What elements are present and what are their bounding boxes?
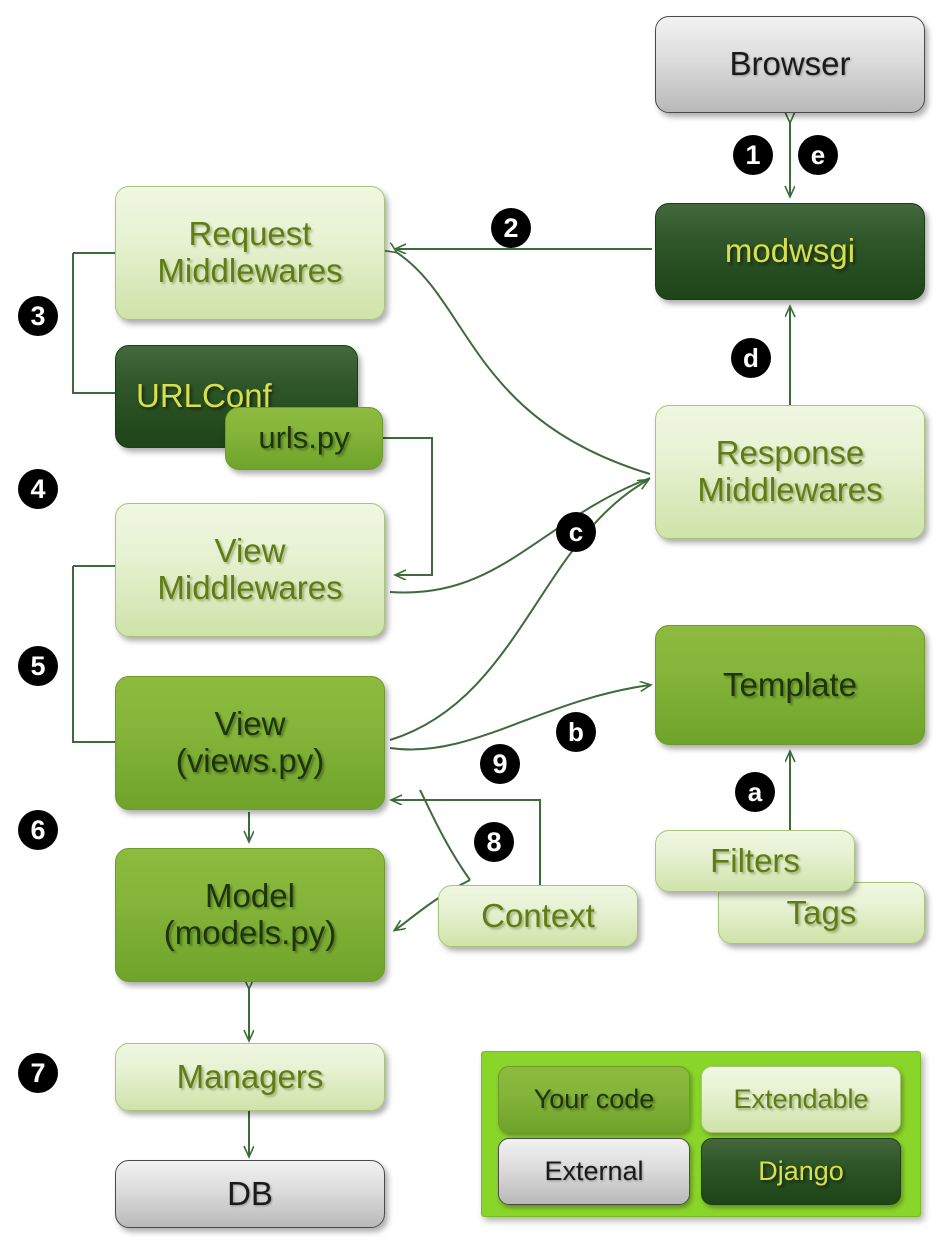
node-context-label: Context <box>481 896 595 934</box>
node-browser[interactable]: Browser <box>655 16 925 113</box>
legend-item-external[interactable]: External <box>498 1138 690 1205</box>
node-view-middlewares[interactable]: View Middlewares <box>115 503 385 637</box>
marker-a: a <box>735 772 775 812</box>
node-request-middlewares-line1: Request <box>188 215 312 253</box>
marker-c: c <box>556 512 596 552</box>
node-model-line2: (models.py) <box>163 914 337 951</box>
marker-b-label: b <box>568 717 584 747</box>
marker-e: e <box>798 135 838 175</box>
node-urls-py-label: urls.py <box>258 420 350 456</box>
wire-8 <box>392 800 541 888</box>
node-db-label: DB <box>227 1174 273 1212</box>
legend-item-your-code[interactable]: Your code <box>498 1066 690 1133</box>
node-template-label: Template <box>723 665 857 703</box>
wire-c <box>389 480 648 741</box>
marker-7-label: 7 <box>30 1057 46 1088</box>
legend-django-label: Django <box>758 1156 844 1187</box>
node-view-line1: View <box>214 705 286 743</box>
marker-d-label: d <box>743 343 759 373</box>
node-response-middlewares-line2: Middlewares <box>697 471 883 508</box>
node-filters[interactable]: Filters <box>655 830 855 892</box>
marker-b: b <box>556 712 596 752</box>
marker-5: 5 <box>18 646 58 686</box>
node-request-middlewares-line2: Middlewares <box>157 252 343 289</box>
legend-item-django[interactable]: Django <box>701 1138 901 1205</box>
marker-c-label: c <box>568 517 584 547</box>
node-response-middlewares-line1: Response <box>715 434 865 472</box>
marker-4: 4 <box>18 469 58 509</box>
marker-e-label: e <box>810 140 826 170</box>
marker-1-label: 1 <box>745 139 761 170</box>
marker-7: 7 <box>18 1053 58 1093</box>
wire-urls-viewmw <box>383 437 433 575</box>
node-filters-label: Filters <box>710 841 800 879</box>
node-managers-label: Managers <box>176 1057 324 1095</box>
legend-your-code-label: Your code <box>533 1084 655 1115</box>
wire-b <box>389 685 650 751</box>
marker-d: d <box>731 338 771 378</box>
node-view-line2: (views.py) <box>175 742 325 779</box>
marker-9: 9 <box>480 744 520 784</box>
legend-extendable-label: Extendable <box>733 1084 869 1115</box>
node-context[interactable]: Context <box>438 885 638 947</box>
node-urls-py[interactable]: urls.py <box>225 407 383 470</box>
node-view-middlewares-line1: View <box>214 532 286 570</box>
node-model-line1: Model <box>205 877 295 915</box>
node-view-middlewares-line2: Middlewares <box>157 569 343 606</box>
node-response-middlewares[interactable]: Response Middlewares <box>655 405 925 539</box>
marker-1: 1 <box>733 135 773 175</box>
wire-9-up <box>419 789 471 881</box>
marker-3: 3 <box>18 296 58 336</box>
marker-9-label: 9 <box>492 748 508 779</box>
node-model[interactable]: Model (models.py) <box>115 848 385 982</box>
marker-3-label: 3 <box>30 300 46 331</box>
node-tags-label: Tags <box>786 893 857 931</box>
marker-8-label: 8 <box>486 826 502 857</box>
marker-2: 2 <box>491 208 531 248</box>
wire-c-top <box>396 252 651 475</box>
marker-6: 6 <box>18 810 58 850</box>
marker-4-label: 4 <box>30 473 46 504</box>
marker-8: 8 <box>474 822 514 862</box>
legend-external-label: External <box>544 1156 644 1187</box>
marker-2-label: 2 <box>503 212 519 243</box>
wire-viewmw-respmw <box>389 477 651 594</box>
marker-a-label: a <box>747 777 763 807</box>
node-request-middlewares[interactable]: Request Middlewares <box>115 186 385 320</box>
node-modwsgi-label: modwsgi <box>724 232 856 270</box>
legend-item-extendable[interactable]: Extendable <box>701 1066 901 1133</box>
node-template[interactable]: Template <box>655 625 925 745</box>
node-modwsgi[interactable]: modwsgi <box>655 203 925 300</box>
node-managers[interactable]: Managers <box>115 1043 385 1111</box>
legend-panel: Your code Extendable External Django <box>481 1051 921 1217</box>
node-db[interactable]: DB <box>115 1160 385 1228</box>
marker-6-label: 6 <box>30 814 46 845</box>
marker-5-label: 5 <box>30 650 46 681</box>
node-tags[interactable]: Tags <box>718 882 925 944</box>
node-view[interactable]: View (views.py) <box>115 676 385 810</box>
node-browser-label: Browser <box>729 45 851 83</box>
